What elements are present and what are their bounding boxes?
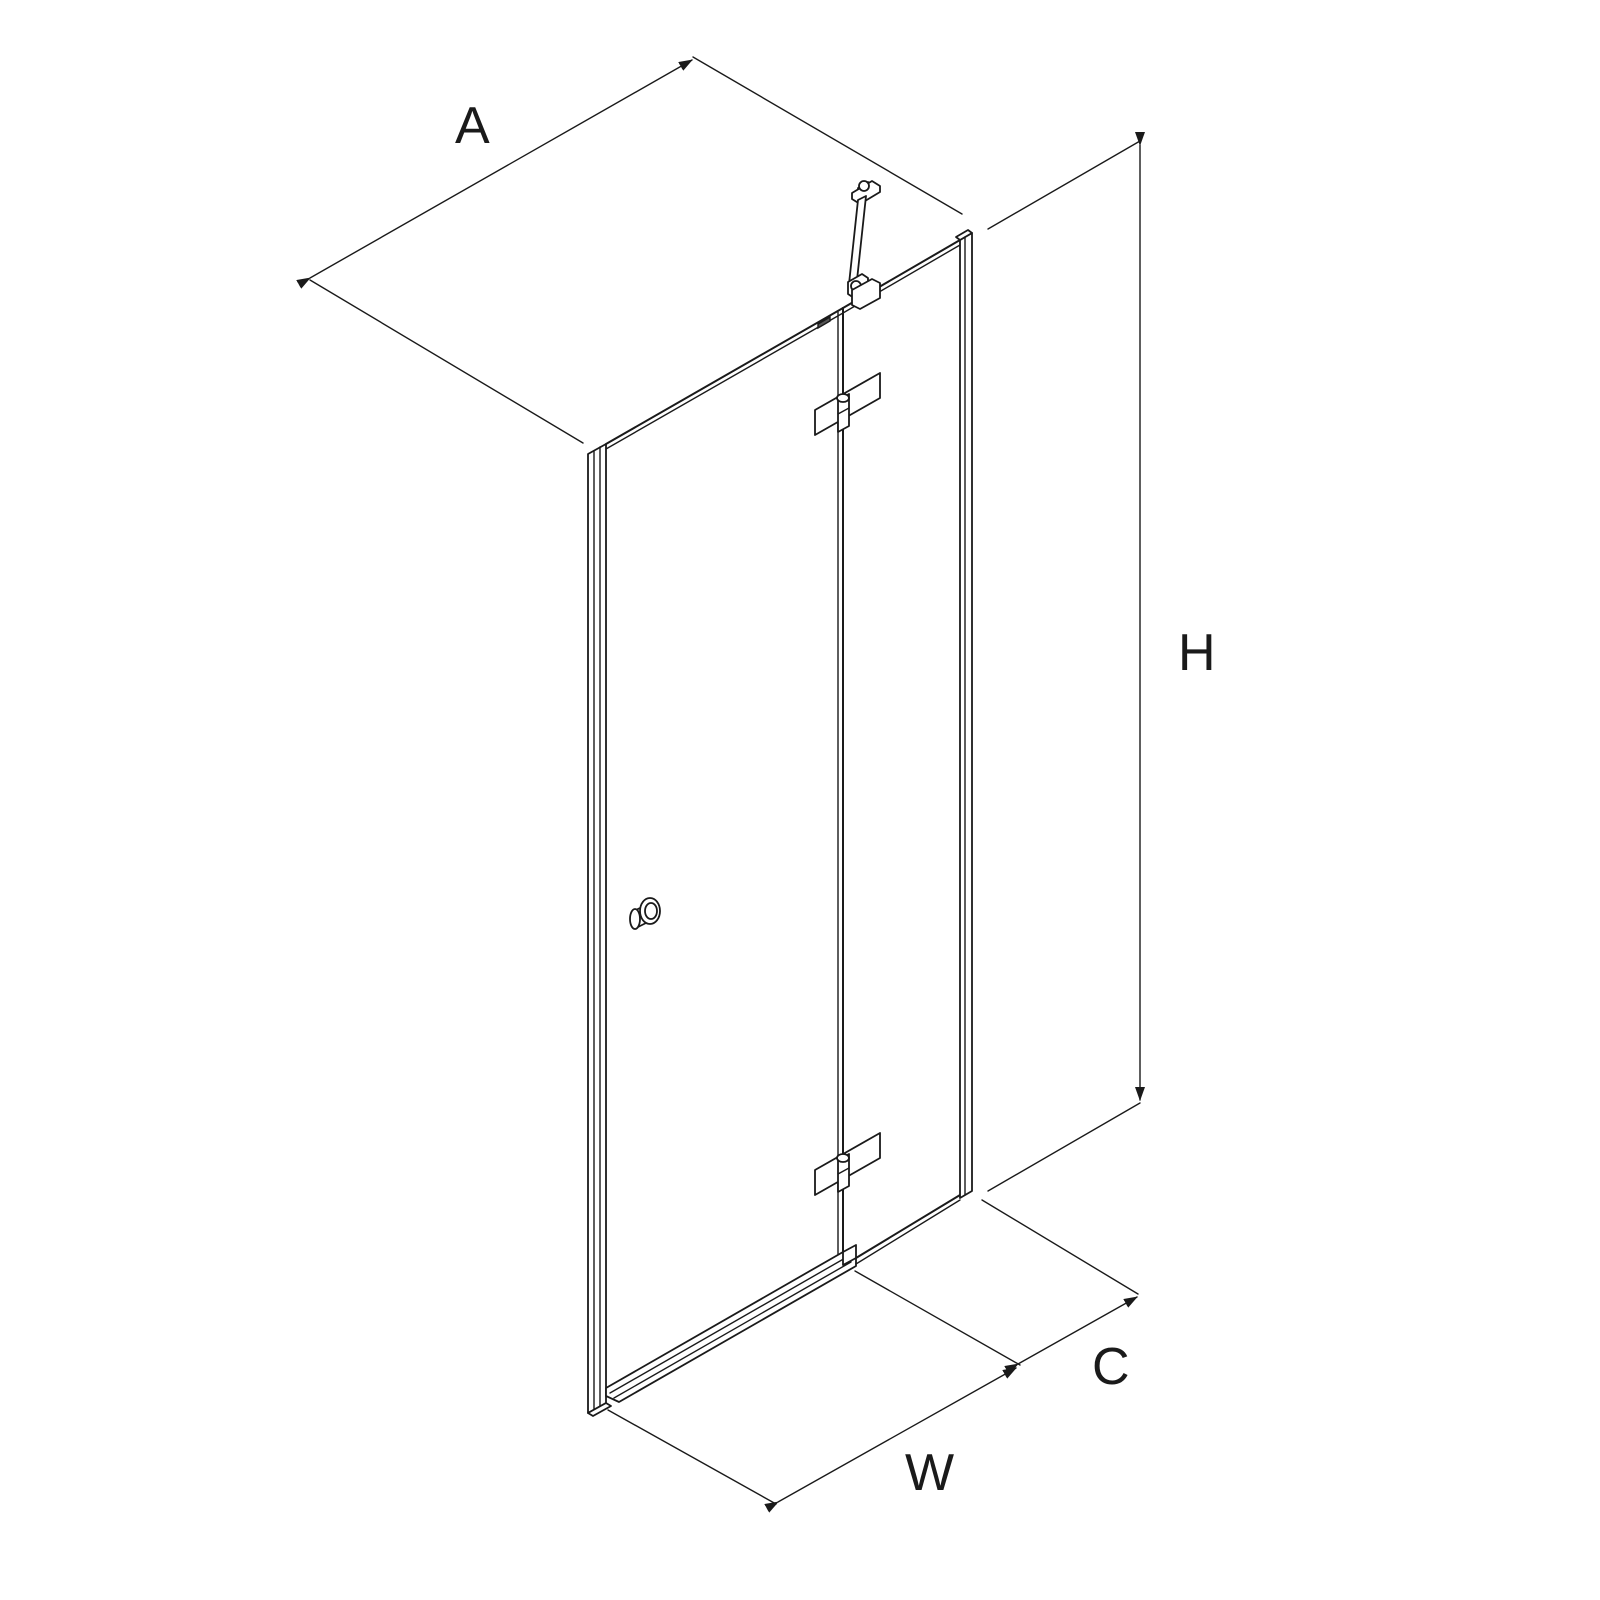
- extension-line-w-right: [854, 1270, 1021, 1366]
- extension-line-w-left: [607, 1409, 777, 1505]
- stabilizer-bar-icon: [847, 180, 881, 310]
- top-seal-mark: [817, 315, 831, 330]
- dimension-label-w: W: [905, 1444, 954, 1502]
- extension-line-h-bottom: [987, 1102, 1141, 1192]
- dimension-h: H: [987, 132, 1216, 1192]
- dimension-c: C: [981, 1199, 1139, 1396]
- dimension-label-c: C: [1092, 1338, 1130, 1396]
- right-wall-profile: [955, 229, 973, 1199]
- wall-profile: [587, 443, 612, 1417]
- dimension-line-w: [764, 1367, 1017, 1513]
- extension-line-c: [981, 1199, 1139, 1295]
- knob-handle-icon: [629, 897, 661, 930]
- dimension-a: A: [296, 56, 963, 444]
- dimension-line-a: [296, 59, 693, 289]
- shower-enclosure: [587, 180, 973, 1417]
- bottom-seal-profile: [605, 1244, 857, 1403]
- dimension-label-a: A: [455, 97, 490, 155]
- hinge-icon: [814, 1132, 881, 1196]
- dimension-w: W: [607, 1270, 1021, 1513]
- extension-line-a-left: [309, 279, 584, 444]
- door-glass-panel: [605, 307, 844, 1266]
- dimension-line-c: [1004, 1296, 1138, 1375]
- dimension-label-h: H: [1178, 624, 1216, 682]
- hinge-icon: [814, 372, 881, 436]
- extension-line-h-top: [987, 140, 1141, 230]
- extension-line-a-right: [692, 56, 963, 215]
